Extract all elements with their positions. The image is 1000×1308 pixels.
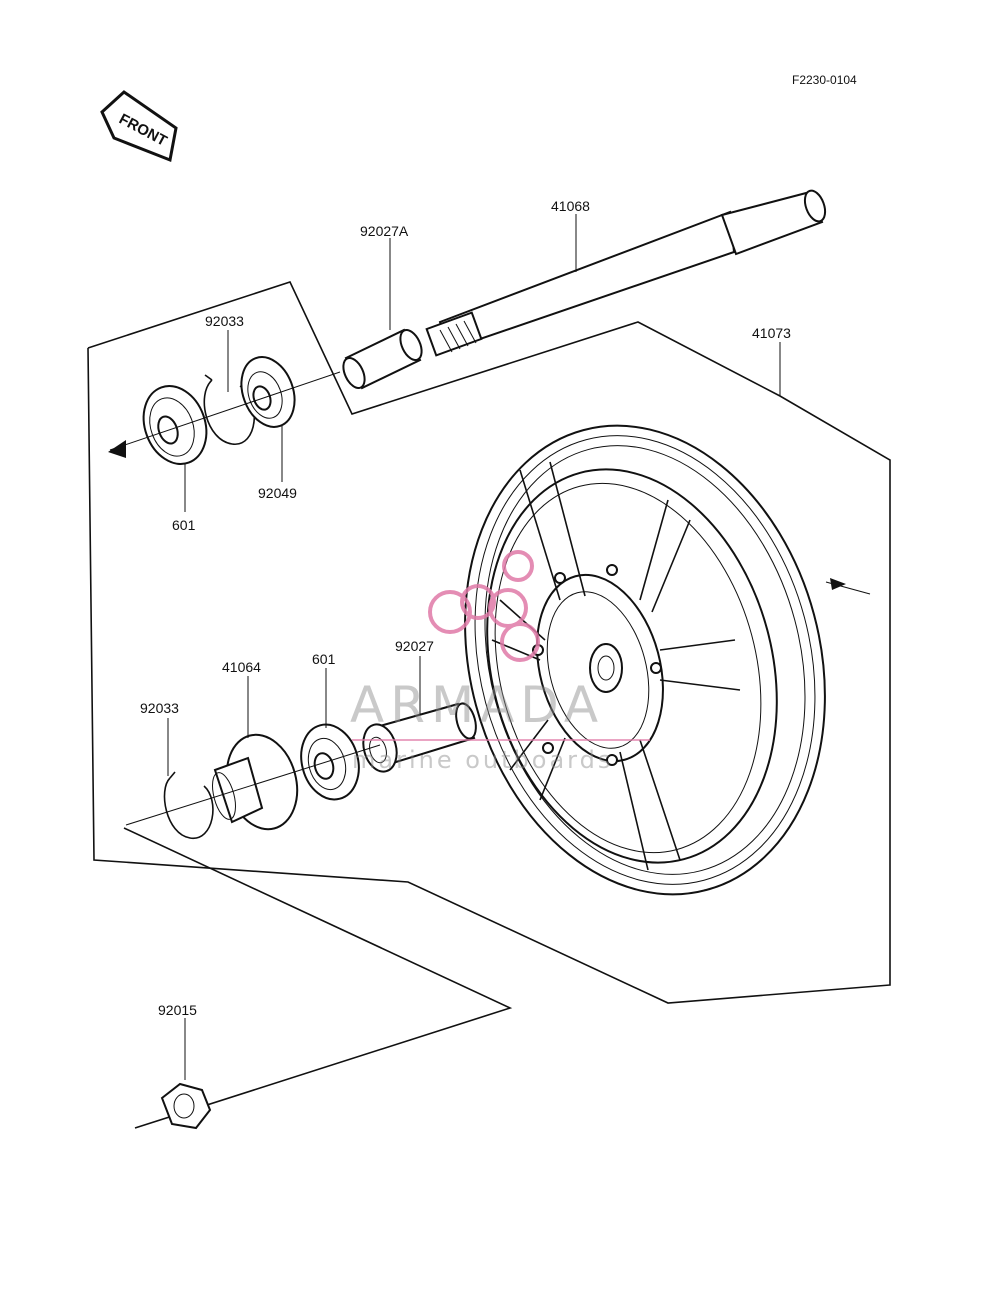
- assembly-outline: [87, 281, 891, 1004]
- nut-outline: [123, 827, 513, 1129]
- bearing-mid-label: 601: [312, 651, 336, 667]
- front-arrow-icon: FRONT: [100, 90, 178, 163]
- nut-label: 92015: [158, 1002, 197, 1018]
- coupling-label: 41064: [222, 659, 261, 675]
- coupling-part: [212, 733, 299, 831]
- bearing-top-label: 601: [172, 517, 196, 533]
- circlip-bottom-label: 92033: [140, 700, 179, 716]
- watermark-tagline: marine outboards: [352, 746, 613, 774]
- upper-centerline: [109, 371, 341, 451]
- reference-code: F2230-0104: [792, 73, 857, 87]
- lower-centerline: [125, 744, 381, 826]
- seal-top-label: 92049: [258, 485, 297, 501]
- seal-top-part: [240, 356, 296, 428]
- collar-label: 92027: [395, 638, 434, 654]
- left-arrow-icon: [108, 440, 126, 458]
- wheel-part: [464, 424, 826, 896]
- circlip-bottom-part: [163, 771, 214, 839]
- collar-a-part: [342, 328, 423, 390]
- axle-label: 41068: [551, 198, 590, 214]
- wheel-label: 41073: [752, 325, 791, 341]
- watermark-brand: ARMADA: [350, 676, 604, 734]
- nut-part: [160, 1082, 212, 1130]
- watermark: ARMADA marine outboards: [350, 550, 650, 774]
- axle-part: [425, 189, 827, 357]
- bearing-top-part: [142, 385, 208, 465]
- collar-a-label: 92027A: [360, 223, 409, 239]
- bearing-mid-part: [300, 723, 360, 801]
- seal-mid-part: [362, 723, 398, 773]
- watermark-logo-icon: [428, 550, 540, 662]
- right-arrow-icon: [830, 578, 846, 590]
- circlip-top-label: 92033: [205, 313, 244, 329]
